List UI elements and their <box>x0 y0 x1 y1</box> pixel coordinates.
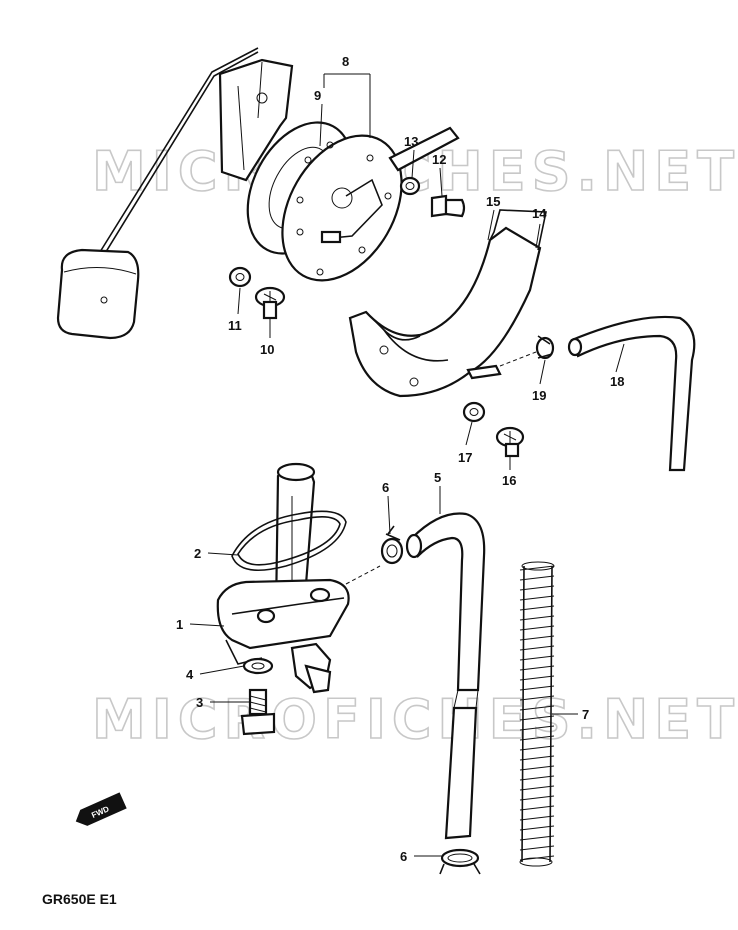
callout-1: 1 <box>176 617 183 632</box>
fwd-arrow-icon: FWD <box>75 792 127 826</box>
fuel-cock <box>216 462 350 694</box>
washer-13 <box>399 176 421 196</box>
spring-7 <box>519 561 555 867</box>
model-code: GR650E E1 <box>42 891 117 907</box>
callout-13: 13 <box>404 134 418 149</box>
callout-4: 4 <box>186 667 194 682</box>
fuel-hose-5 <box>405 512 486 840</box>
callout-18: 18 <box>610 374 624 389</box>
callout-11: 11 <box>228 318 242 333</box>
washer-4 <box>242 657 274 675</box>
hose-clip-6-upper <box>380 525 404 565</box>
bolt-3 <box>240 688 276 736</box>
part-13-wire <box>388 126 460 172</box>
callout-19: 19 <box>532 388 546 403</box>
callout-10: 10 <box>260 342 274 357</box>
washer-17 <box>462 401 486 423</box>
callout-6-upper: 6 <box>382 480 389 495</box>
callout-7: 7 <box>582 707 589 722</box>
fuel-cock-cover <box>348 209 547 398</box>
callout-2: 2 <box>194 546 201 561</box>
callout-15: 15 <box>486 194 500 209</box>
bolt-12 <box>430 194 466 218</box>
washer-11 <box>228 266 252 288</box>
float-icon <box>56 248 140 340</box>
fuel-gauge-sender <box>56 47 403 340</box>
screw-16 <box>495 426 525 458</box>
callout-5: 5 <box>434 470 441 485</box>
callout-3: 3 <box>196 695 203 710</box>
callout-9: 9 <box>314 88 321 103</box>
callout-16: 16 <box>502 473 516 488</box>
watermark-bottom: MICROFICHES.NET <box>92 688 738 751</box>
callout-8: 8 <box>342 54 349 69</box>
callout-14: 14 <box>532 206 547 221</box>
hose-clip-19 <box>535 335 555 360</box>
hose-clip-6-lower <box>439 848 481 875</box>
callout-6-lower: 6 <box>400 849 407 864</box>
callout-12: 12 <box>432 152 446 167</box>
callout-17: 17 <box>458 450 472 465</box>
hose-18 <box>570 315 696 472</box>
screw-10 <box>254 286 286 320</box>
